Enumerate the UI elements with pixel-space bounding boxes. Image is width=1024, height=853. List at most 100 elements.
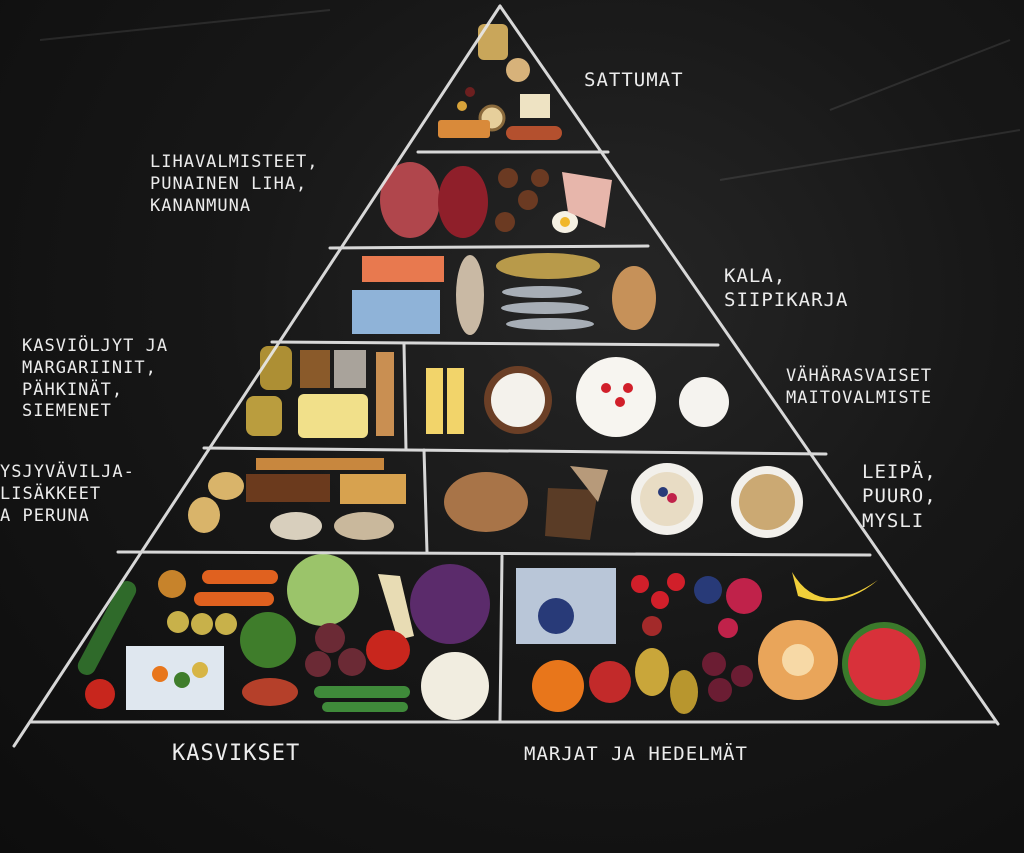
label-liha: LIHAVALMISTEET, PUNAINEN LIHA, KANANMUNA xyxy=(150,152,319,217)
frozen-veg-icon xyxy=(152,666,168,682)
label-line: KASVIÖLJYT JA xyxy=(22,336,169,356)
oils-group xyxy=(246,346,394,438)
cheese-icon xyxy=(447,368,464,434)
bread-group xyxy=(444,463,803,540)
label-line: VÄHÄRASVAISET xyxy=(786,366,933,386)
strawberry-icon xyxy=(601,383,611,393)
apple-icon xyxy=(589,661,631,703)
potato-icon xyxy=(188,497,220,533)
label-line: LEIPÄ, xyxy=(862,461,937,483)
meatball-icon xyxy=(518,190,538,210)
fruits-group xyxy=(516,568,926,714)
cheese-slice-icon xyxy=(520,94,550,118)
parsnip-icon xyxy=(378,574,414,640)
label-line: PUNAINEN LIHA, xyxy=(150,173,308,194)
milk-glass-icon xyxy=(679,377,729,427)
meatball-icon xyxy=(498,168,518,188)
label-line: KANANMUNA xyxy=(150,195,252,216)
tier-line-3 xyxy=(270,340,720,347)
lettuce-icon xyxy=(287,554,359,626)
perch-icon xyxy=(496,253,600,279)
cake-icon xyxy=(438,120,490,138)
lentils-icon xyxy=(242,678,298,706)
strawberry-icon xyxy=(667,573,685,591)
chalk-streak xyxy=(829,39,1011,111)
herring-icon xyxy=(506,318,594,330)
crispbread-icon xyxy=(570,466,608,502)
strawberry-icon xyxy=(631,575,649,593)
candy-icon xyxy=(457,101,467,111)
porridge-icon xyxy=(640,472,694,526)
oil-bottle-icon xyxy=(246,396,282,436)
pyramid-chalk-lines xyxy=(12,4,1000,748)
blackcurrant-icon xyxy=(538,598,574,634)
watermelon-flesh-icon xyxy=(848,628,920,700)
orange-icon xyxy=(532,660,584,712)
steak-icon xyxy=(438,166,488,238)
label-marjat: MARJAT JA HEDELMÄT xyxy=(524,743,748,765)
blueberry-icon xyxy=(658,487,668,497)
pear-icon xyxy=(670,670,698,714)
spaghetti-icon xyxy=(256,458,384,470)
label-line: SIIPIKARJA xyxy=(724,289,849,312)
oil-bottle-icon xyxy=(260,346,292,390)
nuts-icon xyxy=(300,350,330,388)
label-line: MAITOVALMISTE xyxy=(786,387,933,408)
muesli-icon xyxy=(739,474,795,530)
carrot-icon xyxy=(202,570,278,584)
jar-icon xyxy=(478,24,508,60)
label-line: MARGARIINIT, xyxy=(22,357,157,378)
beet-icon xyxy=(338,648,366,676)
plum-icon xyxy=(702,652,726,676)
tier-divider-6 xyxy=(498,554,504,724)
candy-icon xyxy=(465,87,475,97)
sausage-icon xyxy=(506,126,562,140)
tier-divider-5 xyxy=(422,448,429,554)
pyramid-right-edge xyxy=(498,4,1000,726)
onion-icon xyxy=(158,570,186,598)
almonds-icon xyxy=(376,352,394,436)
chalk-smudges xyxy=(39,9,1021,181)
label-maito: VÄHÄRASVAISET MAITOVALMISTE xyxy=(786,366,932,410)
cauliflower-icon xyxy=(421,652,489,720)
broccoli-icon xyxy=(240,612,296,668)
cottage-cheese-icon xyxy=(491,373,545,427)
squash-slice-icon xyxy=(215,613,237,635)
pyramid-left-edge xyxy=(12,4,502,748)
label-line: KALA, xyxy=(724,265,787,287)
yogurt-bowl-icon xyxy=(576,357,656,437)
label-line: PUURO, xyxy=(862,485,937,508)
red-cabbage-icon xyxy=(410,564,490,644)
fish-fillet-icon xyxy=(456,255,484,335)
carrot-icon xyxy=(194,592,274,606)
label-line: SIEMENET xyxy=(22,401,112,422)
pork-chop-icon xyxy=(380,162,440,238)
vegetables-group xyxy=(77,554,490,720)
frozen-veg-icon xyxy=(192,662,208,678)
strawberry-icon xyxy=(623,383,633,393)
tier-divider-4 xyxy=(402,342,408,452)
chicken-icon xyxy=(612,266,656,330)
potato-icon xyxy=(208,472,244,500)
plum-icon xyxy=(731,665,753,687)
chalk-streak xyxy=(719,129,1021,181)
label-vilja: YSJYVÄVILJA- LISÄKKEET A PERUNA xyxy=(0,462,135,527)
salmon-icon xyxy=(362,256,444,282)
beet-icon xyxy=(305,651,331,677)
herring-icon xyxy=(501,302,589,314)
strawberry-icon xyxy=(651,591,669,609)
banana-icon xyxy=(792,572,878,602)
dairy-group xyxy=(426,357,729,437)
squash-slice-icon xyxy=(167,611,189,633)
green-beans-icon xyxy=(314,686,410,698)
label-line: PÄHKINÄT, xyxy=(22,379,124,400)
label-kasvioljyt: KASVIÖLJYT JA MARGARIINIT, PÄHKINÄT, SIE… xyxy=(22,336,168,423)
cantaloupe-seeds-icon xyxy=(782,644,814,676)
berry-icon xyxy=(667,493,677,503)
rye-bread-icon xyxy=(545,488,598,540)
label-line: MYSLI xyxy=(862,509,925,532)
treats-group xyxy=(438,24,562,140)
strawberry-icon xyxy=(615,397,625,407)
